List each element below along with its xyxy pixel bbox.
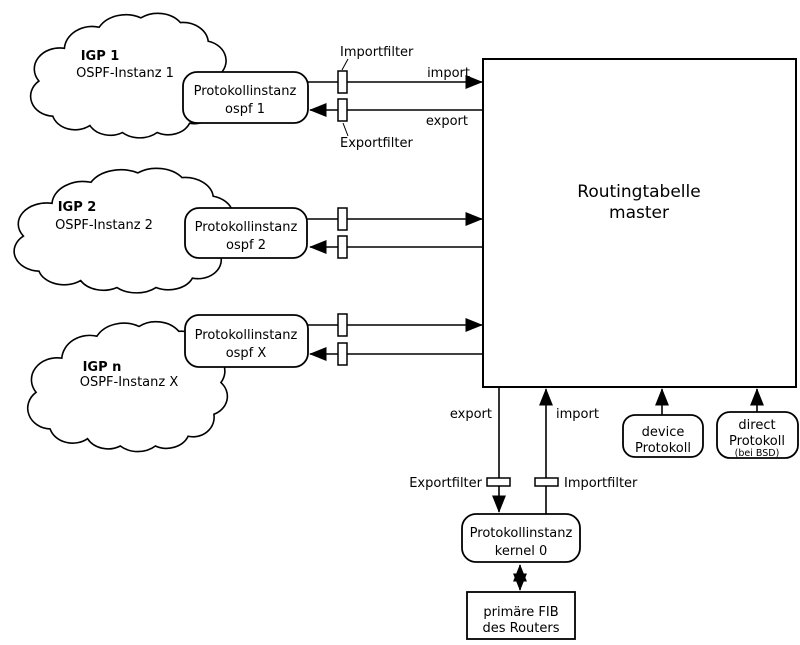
direct-line1: direct	[738, 418, 775, 433]
protocol-box-line2: ospf 2	[226, 238, 266, 253]
protocol-box-shape	[184, 207, 308, 259]
export-filter-bar-row1	[337, 98, 348, 122]
cloud-subtitle: OSPF-Instanz 1	[76, 66, 174, 81]
routing-table-title-line1: Routingtabelle	[577, 182, 700, 202]
import-filter-bar-row3	[337, 313, 348, 337]
kernel-importfilter-label: Importfilter	[564, 476, 638, 491]
cloud-subtitle: OSPF-Instanz 2	[55, 218, 153, 233]
kernel-export-label: export	[450, 407, 492, 422]
cloud-title: IGP 1	[81, 49, 120, 64]
direct-line2: Protokoll	[729, 434, 785, 449]
import-label-row1: import	[427, 66, 470, 81]
export-filter-bar-row3	[337, 342, 348, 366]
routing-table-title-line2: master	[609, 203, 669, 223]
device-box-shape	[622, 414, 704, 458]
fib-line1: primäre FIB	[483, 605, 558, 620]
protocol-box-line1: Protokollinstanz	[195, 220, 298, 235]
export-label-row1: export	[426, 114, 468, 129]
export-filter-bar-row2	[337, 235, 348, 259]
exportfilter-leader-line	[342, 122, 349, 137]
protocol-box-shape	[184, 314, 309, 368]
kernel-exportfilter-label: Exportfilter	[409, 476, 482, 491]
importfilter-leader-line	[341, 58, 349, 71]
exportfilter-label-row1: Exportfilter	[340, 136, 413, 151]
protocol-instance-box-2: Protokollinstanz ospf 2	[184, 207, 308, 259]
kernel-exportfilter-bar	[486, 477, 511, 487]
protocol-box-line2: ospf 1	[225, 102, 265, 117]
protocol-box-line2: ospf X	[226, 346, 267, 361]
cloud-title: IGP 2	[58, 200, 97, 215]
cloud-igp-n: IGP n OSPF-Instanz X	[28, 322, 228, 452]
import-filter-bar-row2	[337, 207, 348, 231]
protocol-box-line1: Protokollinstanz	[194, 84, 297, 99]
direct-line3: (bei BSD)	[735, 448, 780, 459]
cloud-shape	[31, 13, 229, 138]
device-protocol-box: device Protokoll	[622, 414, 704, 458]
cloud-igp-2: IGP 2 OSPF-Instanz 2	[14, 168, 236, 293]
direct-protocol-box: direct Protokoll (bei BSD)	[716, 411, 799, 459]
import-filter-bar-row1	[337, 70, 348, 94]
fib-box: primäre FIB des Routers	[466, 591, 576, 640]
cloud-shape	[14, 168, 236, 293]
kernel-importfilter-bar	[534, 477, 559, 487]
fib-box-shape	[466, 591, 576, 640]
direct-box-shape	[716, 411, 799, 459]
device-line1: device	[642, 425, 685, 440]
protocol-box-line1: Protokollinstanz	[195, 328, 298, 343]
protocol-box-shape	[182, 71, 309, 124]
protocol-instance-box-3: Protokollinstanz ospf X	[184, 314, 309, 368]
kernel-box-line1: Protokollinstanz	[470, 526, 573, 541]
cloud-title: IGP n	[83, 360, 122, 375]
device-line2: Protokoll	[635, 441, 691, 456]
protocol-instance-box-1: Protokollinstanz ospf 1	[182, 71, 309, 124]
kernel-box-shape	[461, 513, 581, 563]
importfilter-label-row1: Importfilter	[340, 45, 414, 60]
cloud-subtitle: OSPF-Instanz X	[80, 375, 179, 390]
kernel-box-line2: kernel 0	[495, 544, 547, 559]
kernel-instance-box: Protokollinstanz kernel 0	[461, 513, 581, 563]
routing-table-box	[482, 58, 797, 388]
kernel-import-label: import	[556, 407, 599, 422]
routing-table-master: Routingtabelle master	[482, 58, 797, 388]
fib-line2: des Routers	[482, 621, 559, 636]
cloud-igp-1: IGP 1 OSPF-Instanz 1	[31, 13, 229, 138]
